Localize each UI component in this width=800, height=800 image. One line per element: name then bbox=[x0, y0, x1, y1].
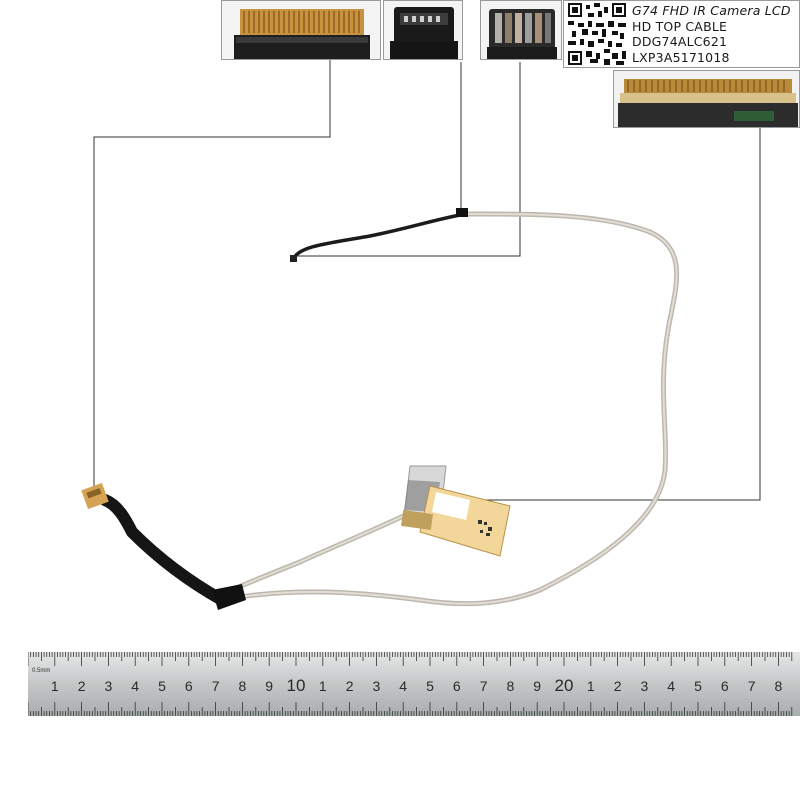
ruler-number: 4 bbox=[399, 678, 407, 694]
ruler-number: 4 bbox=[131, 678, 139, 694]
inset-wide-connector bbox=[221, 0, 381, 60]
black-camera-cable bbox=[290, 208, 468, 262]
ruler-number: 5 bbox=[158, 678, 166, 694]
ruler-number: 3 bbox=[373, 678, 381, 694]
qr-code-icon bbox=[568, 3, 626, 65]
ruler-unit-mark: 0.5mm bbox=[32, 668, 50, 674]
product-label: G74 FHD IR Camera LCD HD TOP CABLE DDG74… bbox=[563, 0, 800, 68]
measuring-ruler: 0.5mm 1 2 3 4 5 6 7 8 9 10 1 2 3 4 5 6 7 8 9 20 1 2 3 4 5 6 7 8 bbox=[28, 652, 800, 716]
label-line-type: HD TOP CABLE bbox=[632, 18, 728, 34]
ruler-number: 7 bbox=[748, 678, 756, 694]
ruler-number: 10 bbox=[287, 676, 306, 695]
inset-camera-connector bbox=[480, 0, 562, 60]
ruler-number: 8 bbox=[507, 678, 515, 694]
ruler-number: 1 bbox=[319, 678, 327, 694]
ruler-number: 6 bbox=[453, 678, 461, 694]
ruler-number: 4 bbox=[667, 678, 675, 694]
ruler-number: 7 bbox=[480, 678, 488, 694]
camera-connector-small bbox=[456, 208, 468, 217]
main-connector-assembly bbox=[401, 465, 511, 557]
ruler-number: 1 bbox=[587, 678, 595, 694]
label-line-part-number: DDG74ALC621 bbox=[632, 34, 728, 49]
ruler-number: 2 bbox=[614, 678, 622, 694]
ruler-number: 5 bbox=[694, 678, 702, 694]
ruler-number: 7 bbox=[212, 678, 220, 694]
inset-lcd-connector bbox=[613, 70, 800, 128]
ruler-number: 9 bbox=[533, 678, 541, 694]
connector-sticker-qr bbox=[478, 520, 492, 536]
ruler-number: 2 bbox=[78, 678, 86, 694]
ruler-number: 9 bbox=[265, 678, 273, 694]
inset-small-connector bbox=[383, 0, 463, 60]
ruler-number: 5 bbox=[426, 678, 434, 694]
ruler-number: 20 bbox=[555, 676, 574, 695]
ruler-number: 3 bbox=[105, 678, 113, 694]
ruler-number: 6 bbox=[721, 678, 729, 694]
ruler-number: 6 bbox=[185, 678, 193, 694]
ruler-number: 1 bbox=[51, 678, 59, 694]
ruler-number: 2 bbox=[346, 678, 354, 694]
label-line-serial: LXP3A5171018 bbox=[632, 49, 730, 65]
camera-cable-end bbox=[290, 255, 297, 262]
ruler-number: 3 bbox=[641, 678, 649, 694]
ruler-number: 8 bbox=[239, 678, 247, 694]
product-label-text: G74 FHD IR Camera LCD HD TOP CABLE DDG74… bbox=[632, 3, 791, 65]
leader-lines bbox=[93, 58, 761, 501]
black-edp-cable bbox=[81, 482, 246, 610]
grey-cable bbox=[233, 211, 680, 607]
ruler-number: 8 bbox=[775, 678, 783, 694]
label-line-model: G74 FHD IR Camera LCD bbox=[632, 3, 791, 18]
